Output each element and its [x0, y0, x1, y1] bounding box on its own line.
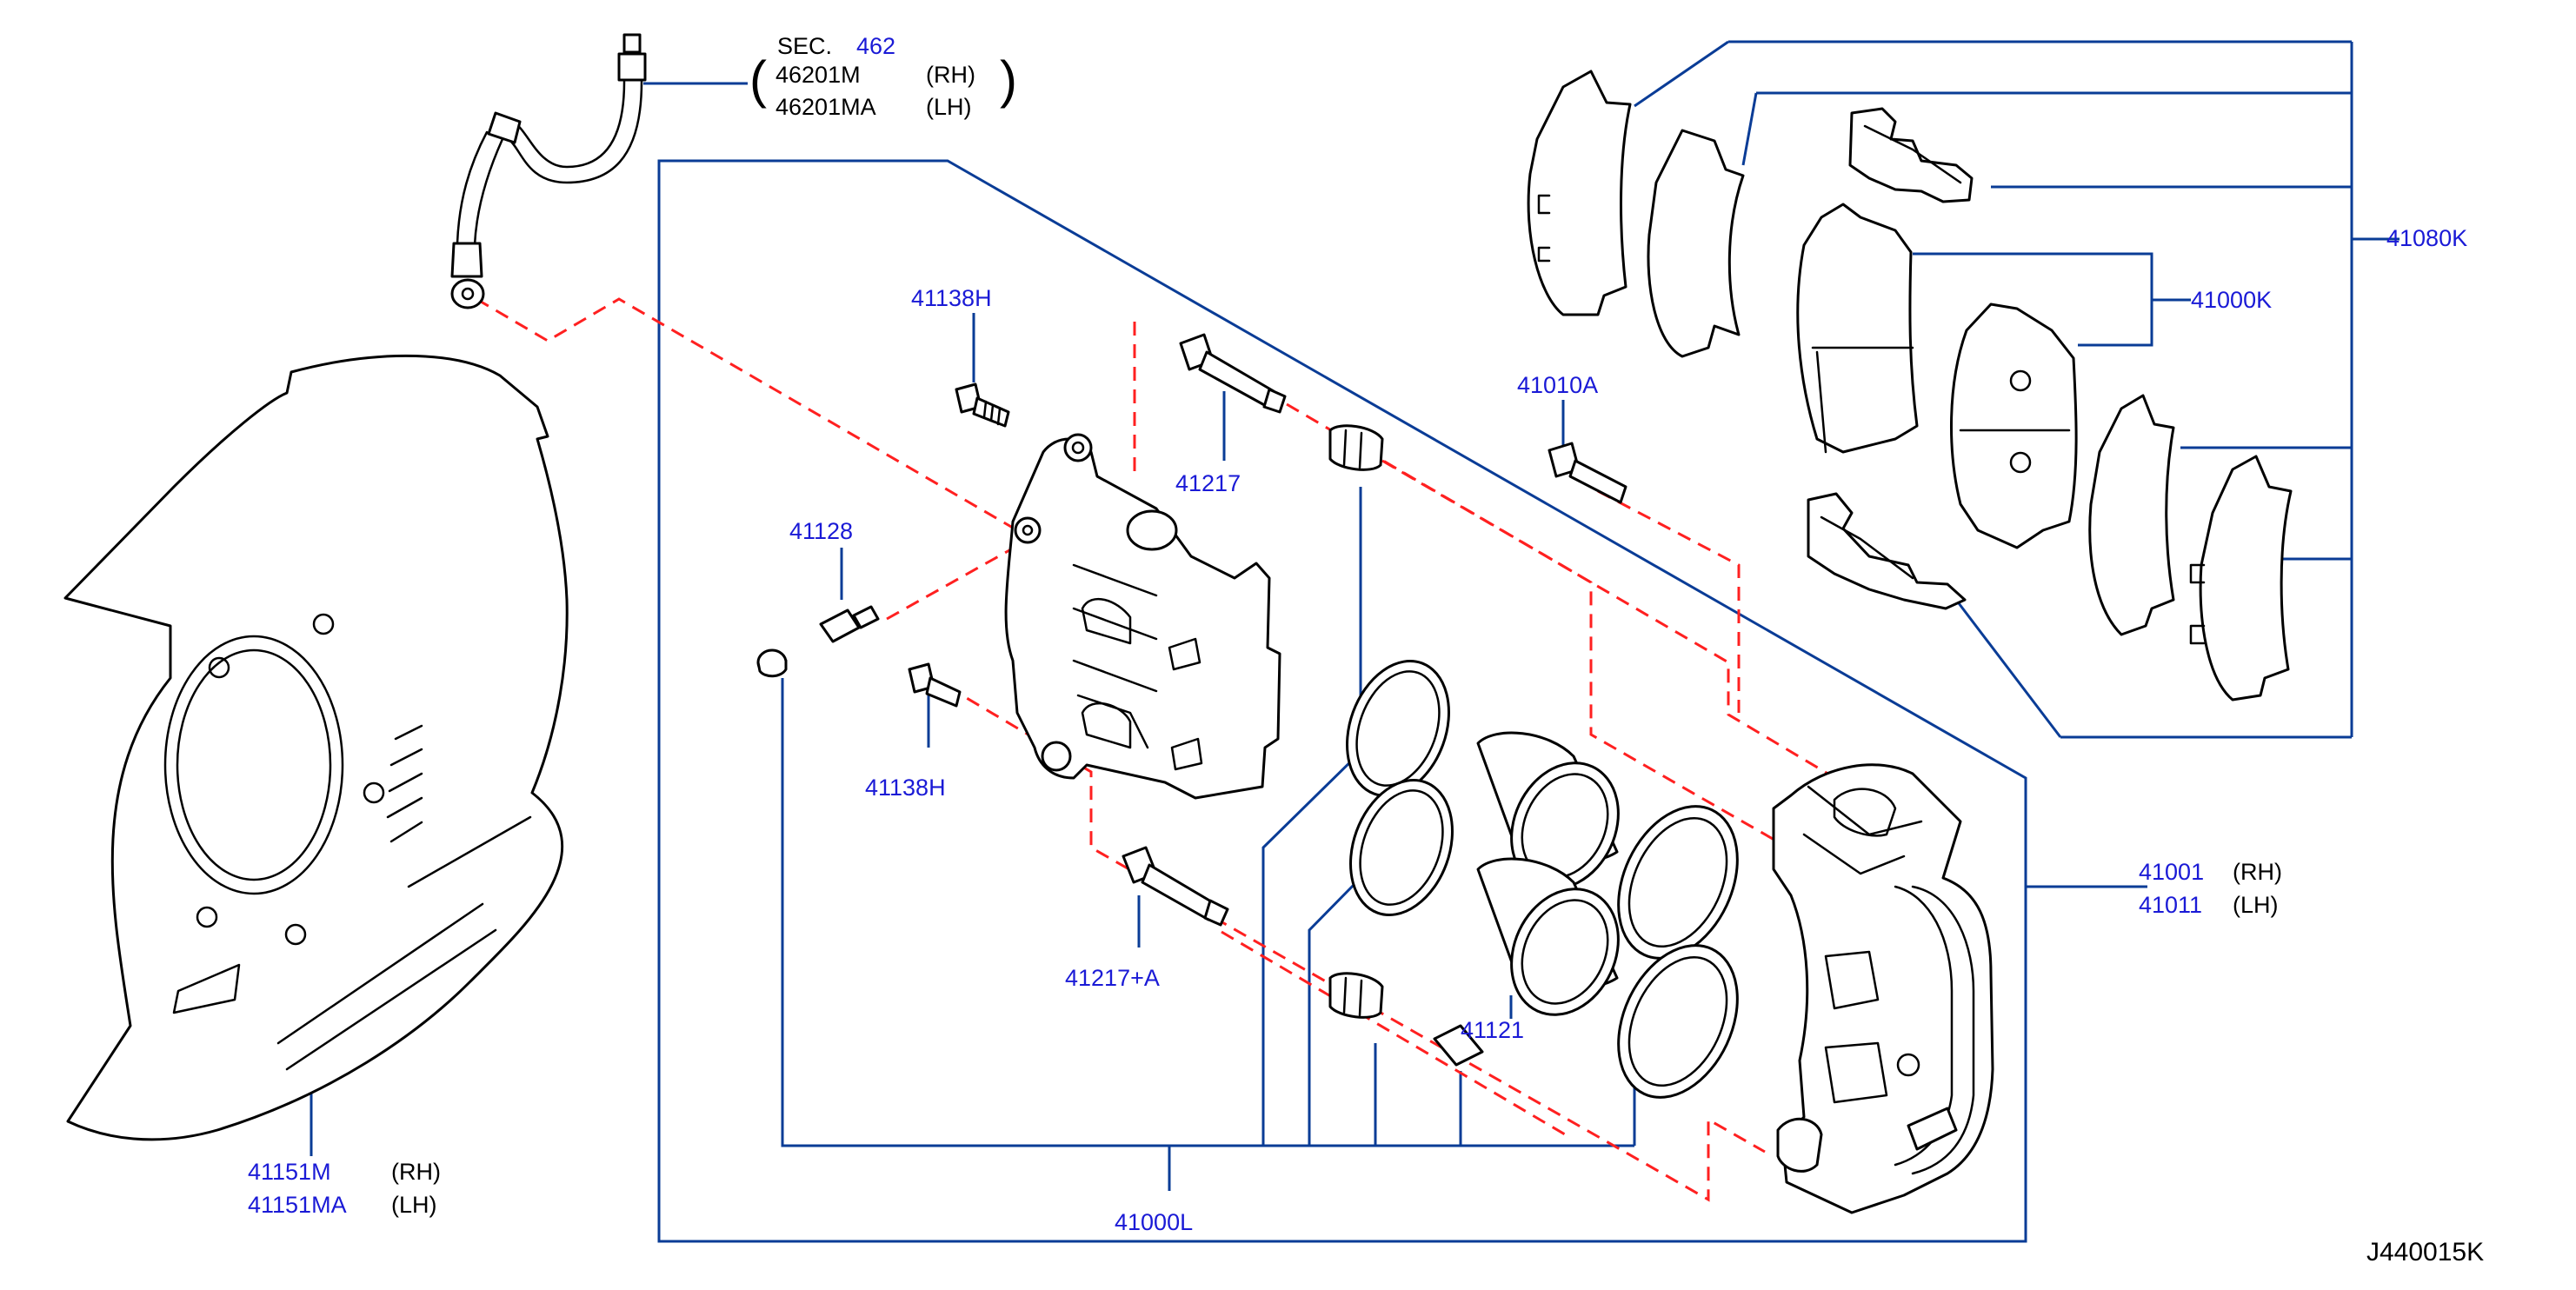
label-shield-lh: 41151MA — [248, 1192, 347, 1218]
pin-boot-bottom — [1328, 972, 1384, 1019]
hose-lh-part: 46201MA — [775, 94, 876, 120]
bolt-top — [955, 382, 1010, 428]
shim-4 — [2199, 455, 2293, 702]
shim-1 — [1527, 70, 1632, 316]
label-caliper-rh: 41001 — [2139, 859, 2204, 885]
hose-rh-side: (RH) — [926, 62, 975, 88]
label-pad-kit: 41080K — [2386, 225, 2467, 251]
label-pad-set: 41000K — [2191, 287, 2272, 313]
label-caliper-lh: 41011 — [2139, 892, 2202, 918]
brake-hose — [450, 33, 647, 309]
shim-3 — [2088, 394, 2175, 636]
guide-pin-top — [1179, 333, 1287, 414]
shim-2 — [1647, 129, 1745, 358]
pad-kit — [1527, 70, 2293, 702]
small-parts — [756, 333, 1627, 1067]
label-piston-seal: 41121 — [1461, 1017, 1524, 1043]
piston-lower — [1476, 857, 1620, 1016]
label-pin-top: 41217 — [1175, 470, 1241, 496]
label-seal-kit: 41000L — [1115, 1209, 1193, 1235]
bleeder-cap — [756, 648, 788, 678]
pad-clip-lower — [1807, 492, 1967, 610]
label-pin-bottom: 41217+A — [1065, 965, 1160, 991]
part-labels: SEC. 462 ( 46201M (RH) 46201MA (LH) ) 41… — [248, 33, 2484, 1267]
mounting-bolt — [1548, 442, 1627, 504]
bolt-bottom — [908, 662, 962, 708]
hose-rh-part: 46201M — [775, 62, 861, 88]
label-bleeder: 41128 — [789, 518, 853, 544]
pin-sleeve — [1433, 1024, 1484, 1067]
dust-shield — [63, 354, 569, 1141]
label-shield-lh-side: (LH) — [391, 1192, 437, 1218]
label-mount-bolt: 41010A — [1517, 372, 1598, 398]
hose-sec-number: 462 — [856, 33, 895, 59]
hose-rh-paren-left: ( — [749, 50, 767, 109]
diagram-code: J440015K — [2366, 1238, 2484, 1267]
label-caliper-rh-side: (RH) — [2233, 859, 2282, 885]
piston-upper — [1476, 731, 1620, 890]
brake-pad-inner — [1950, 303, 2078, 549]
seals-and-pistons — [1346, 660, 1739, 1099]
label-shield-rh-side: (RH) — [391, 1159, 441, 1185]
hose-sec-prefix: SEC. — [777, 33, 832, 59]
pad-clip-upper — [1848, 107, 1974, 203]
label-bolt-top: 41138H — [911, 285, 992, 311]
caliper-body — [1772, 763, 1994, 1214]
hose-paren-right: ) — [1000, 50, 1017, 109]
hose-lh-side: (LH) — [926, 94, 972, 120]
pin-boot-top — [1328, 424, 1384, 471]
leader-lines — [310, 40, 2400, 1243]
guide-pin-bottom — [1122, 846, 1229, 927]
caliper-bracket — [1004, 433, 1281, 800]
label-caliper-lh-side: (LH) — [2233, 892, 2279, 918]
bleeder-screw — [819, 605, 880, 643]
label-shield-rh: 41151M — [248, 1159, 331, 1185]
label-bolt-bottom: 41138H — [865, 775, 946, 801]
brake-pad-outer — [1796, 203, 1919, 454]
